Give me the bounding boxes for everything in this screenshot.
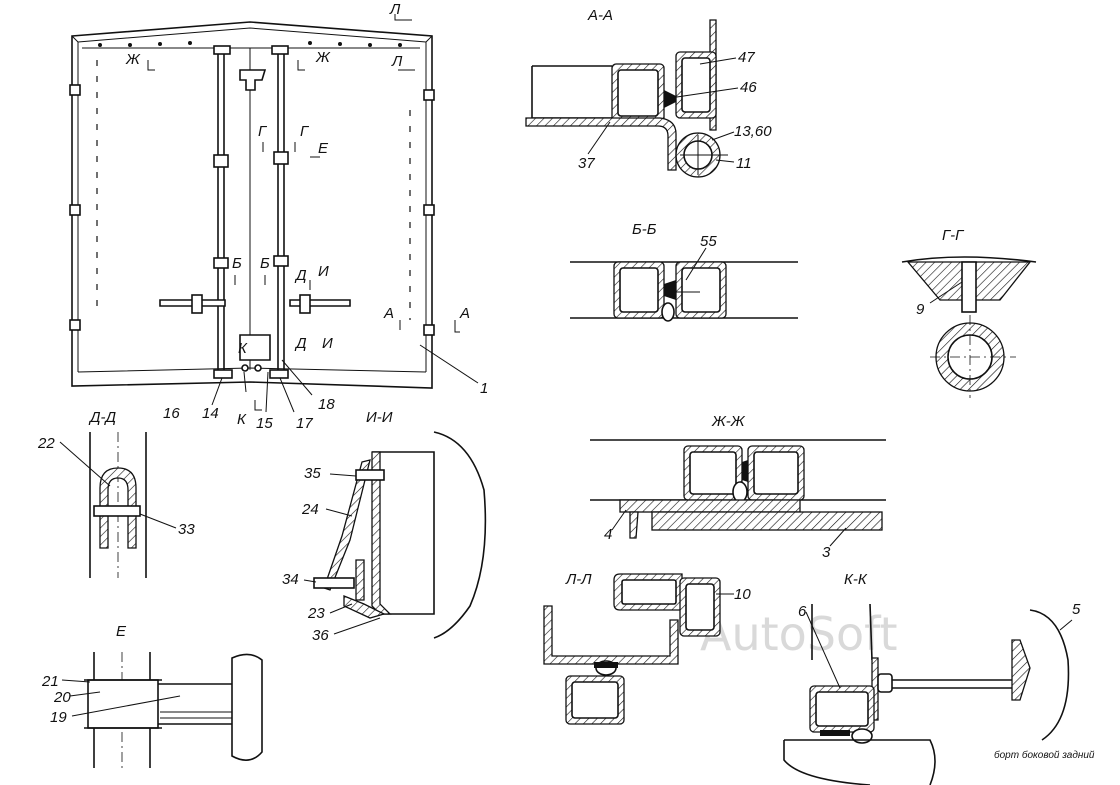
marker-zh-left: Ж	[125, 51, 141, 68]
label-3: 3	[822, 544, 831, 561]
marker-a-right: А	[459, 305, 470, 322]
label-37: 37	[578, 155, 595, 172]
section-kk-title: К-К	[844, 571, 868, 588]
section-bb-title: Б-Б	[632, 221, 657, 238]
section-aa-title: А-А	[587, 7, 613, 24]
section-zhzh-title: Ж-Ж	[711, 413, 746, 430]
label-34: 34	[282, 571, 299, 588]
marker-d-bottom: Д	[294, 335, 307, 352]
label-36: 36	[312, 627, 329, 644]
label-1: 1	[480, 380, 488, 397]
view-e: Е 21 20 19	[41, 623, 263, 768]
section-ll-title: Л-Л	[565, 571, 592, 588]
section-aa: А-А 47 46 13,60 11 37	[525, 7, 772, 178]
marker-g-left: Г	[258, 123, 268, 140]
marker-b-right: Б	[260, 255, 270, 272]
label-14: 14	[202, 405, 219, 422]
marker-k-bottom: К	[237, 411, 247, 428]
section-ll: Л-Л 10	[543, 571, 751, 725]
label-15: 15	[256, 415, 273, 432]
marker-i-bottom: И	[322, 335, 333, 352]
label-17: 17	[296, 415, 313, 432]
view-e-title: Е	[116, 623, 127, 640]
label-21: 21	[41, 673, 59, 690]
label-4: 4	[604, 526, 612, 543]
label-47: 47	[738, 49, 755, 66]
marker-a-left: А	[383, 305, 394, 322]
section-zhzh: Ж-Ж 4 3	[590, 413, 886, 561]
label-23: 23	[307, 605, 325, 622]
marker-i-top: И	[318, 263, 329, 280]
label-10: 10	[734, 586, 751, 603]
label-33: 33	[178, 521, 195, 538]
marker-l-top: Л	[389, 1, 401, 18]
marker-b-left: Б	[232, 255, 242, 272]
label-24: 24	[301, 501, 319, 518]
marker-d-top: Д	[294, 267, 307, 284]
label-20: 20	[53, 689, 71, 706]
note-side-board: борт боковой задний	[994, 749, 1095, 761]
main-view-doors: Л Ж Ж Л Г Г Е Б Б Д И А А К Д И К 1 16 1…	[69, 1, 488, 432]
section-bb: Б-Б 55	[570, 221, 798, 322]
section-ii: И-И 35 24 34 23 36	[282, 409, 487, 644]
label-11: 11	[736, 155, 752, 172]
label-5: 5	[1072, 601, 1081, 618]
marker-zh-right: Ж	[315, 49, 331, 66]
label-16: 16	[163, 405, 180, 422]
label-13-60: 13,60	[734, 123, 772, 140]
watermark: AutoSoft	[700, 607, 898, 661]
section-dd: Д-Д 22 33	[37, 409, 195, 578]
label-6: 6	[798, 603, 807, 620]
marker-e: Е	[318, 140, 329, 157]
label-18: 18	[318, 396, 335, 413]
label-55: 55	[700, 233, 717, 250]
marker-k-mid: К	[238, 340, 248, 357]
label-35: 35	[304, 465, 321, 482]
label-22: 22	[37, 435, 55, 452]
section-dd-title: Д-Д	[88, 409, 117, 426]
label-19: 19	[50, 709, 67, 726]
section-ii-title: И-И	[366, 409, 393, 426]
marker-g-right: Г	[300, 123, 310, 140]
label-46: 46	[740, 79, 757, 96]
section-gg: Г-Г 9	[901, 227, 1037, 398]
marker-l-right: Л	[391, 53, 403, 70]
label-9: 9	[916, 301, 925, 318]
section-gg-title: Г-Г	[942, 227, 965, 244]
section-kk: К-К 6 5 борт боковой задний	[783, 571, 1095, 785]
